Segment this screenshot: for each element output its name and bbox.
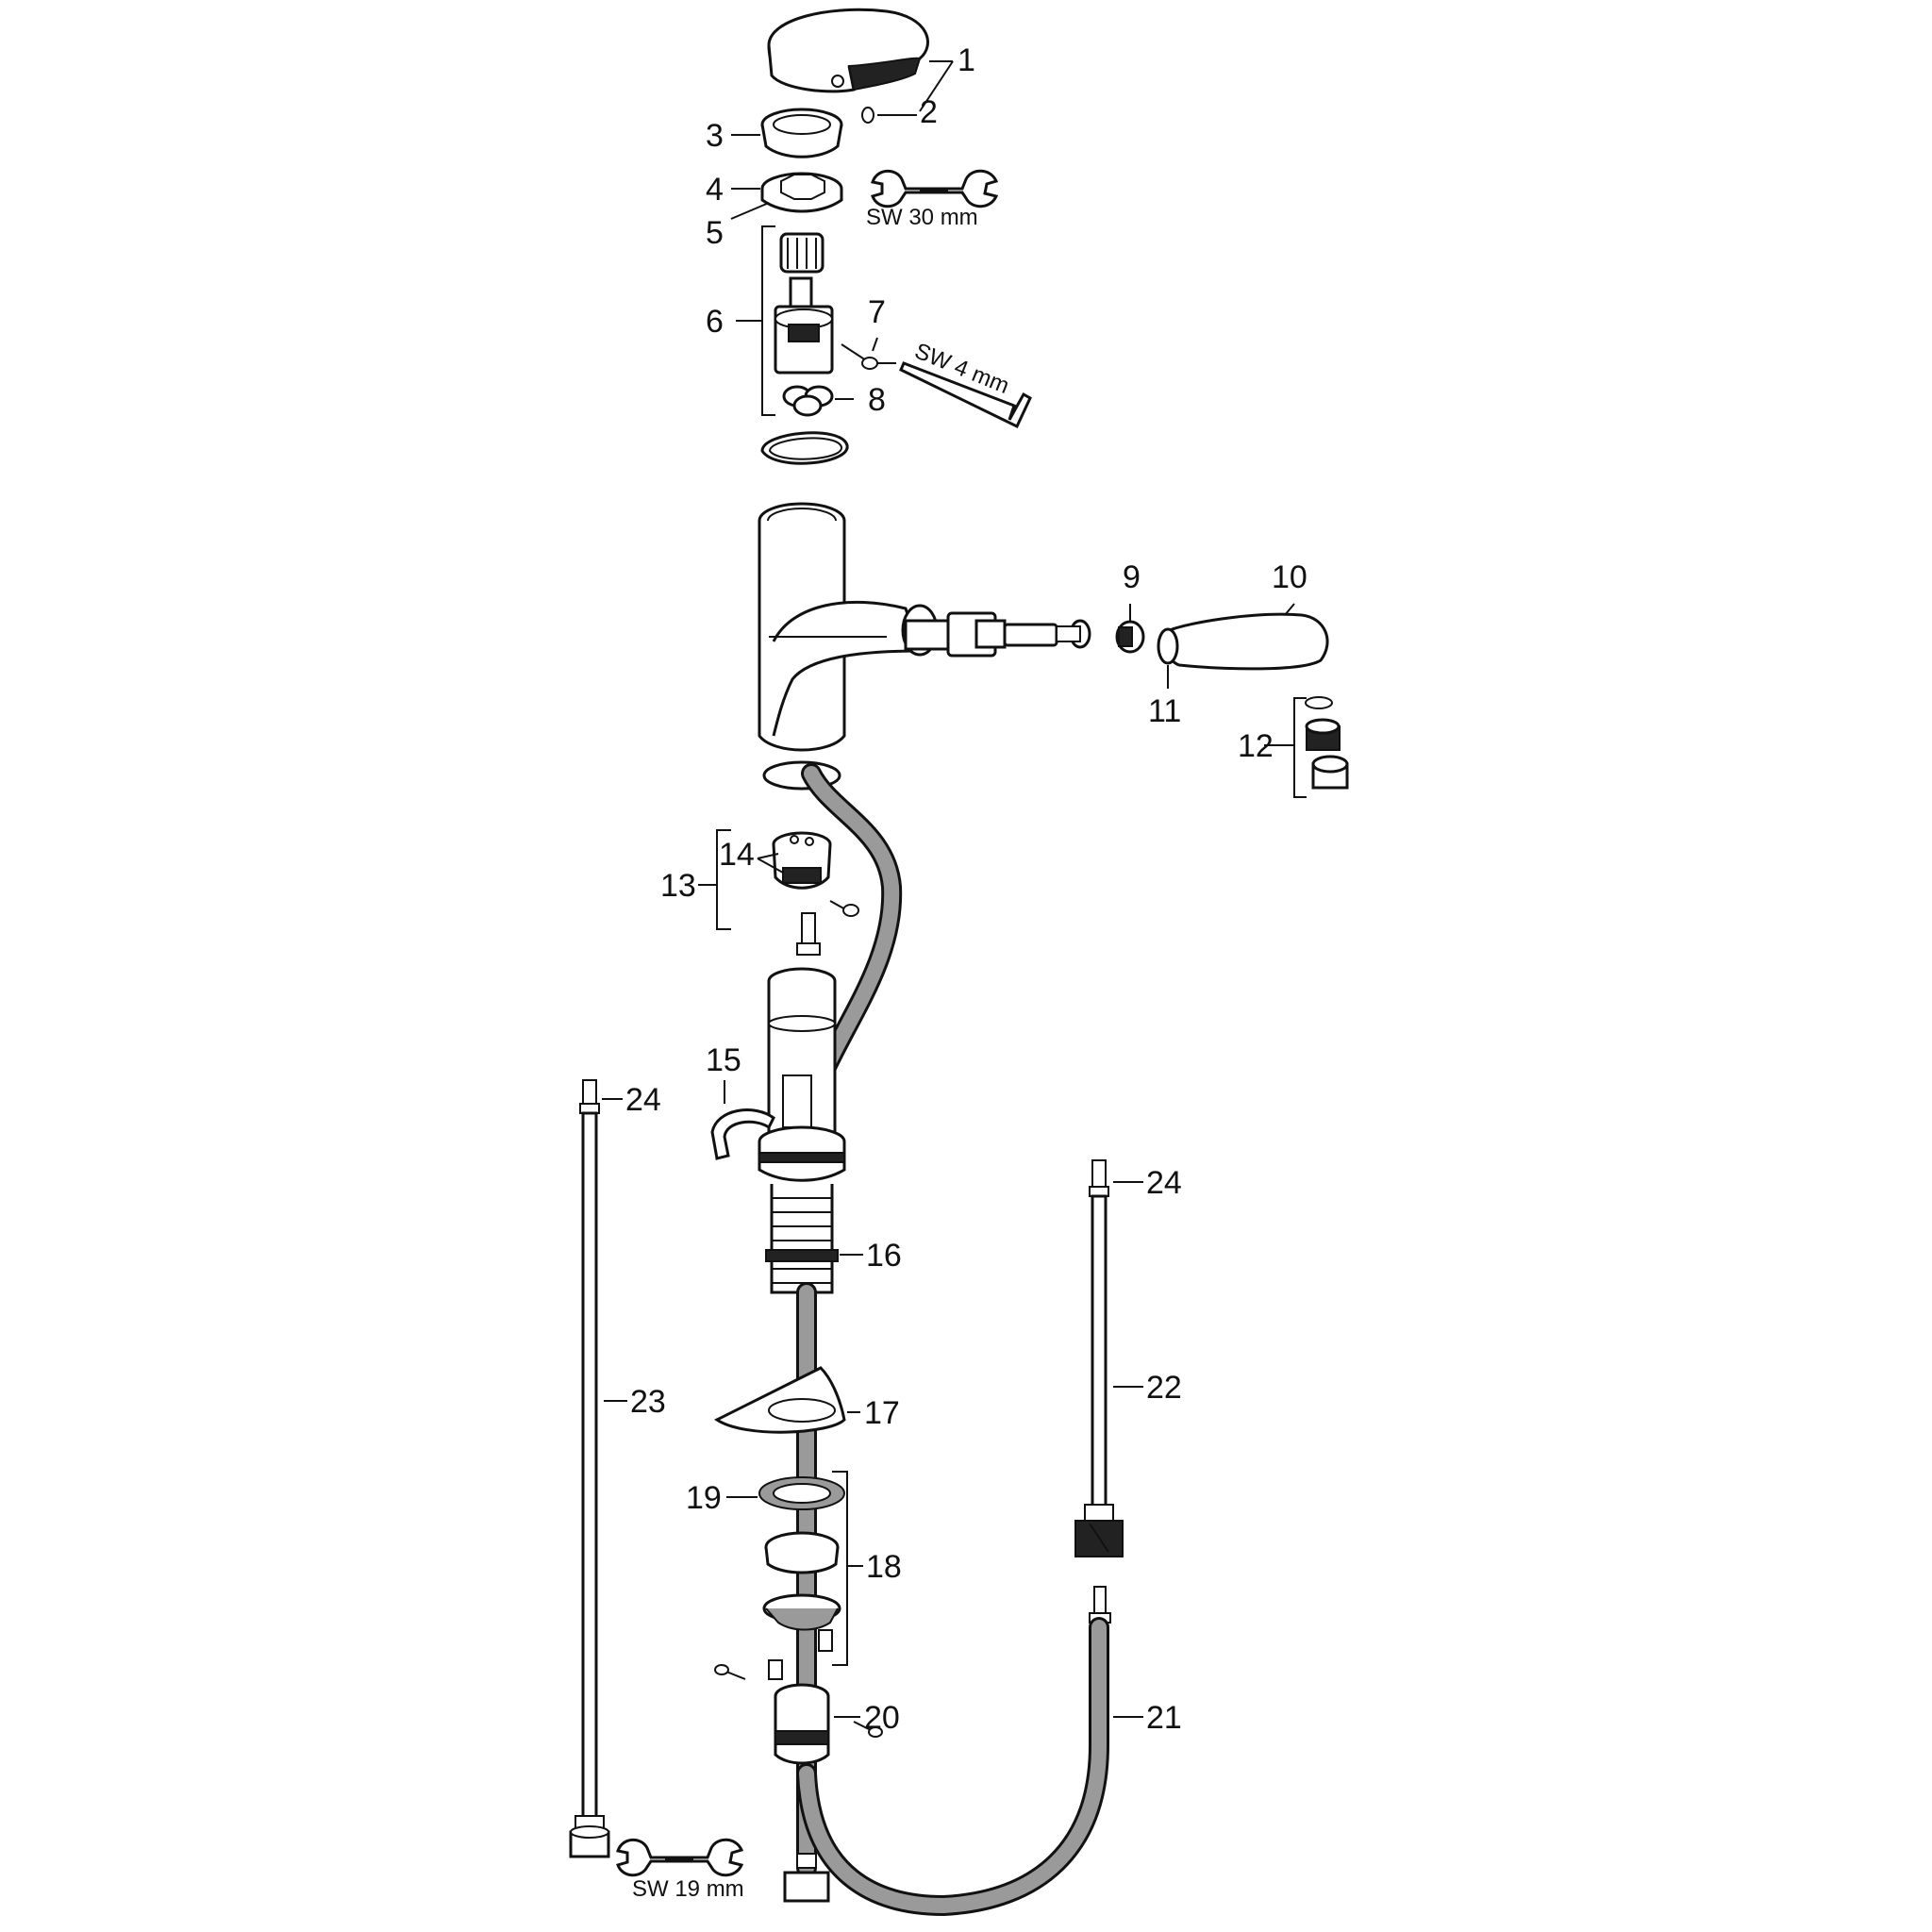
callout-19: 19 [686, 1480, 722, 1516]
callout-24-left: 24 [625, 1082, 661, 1118]
callout-18: 18 [866, 1549, 902, 1585]
part-spray-insert [1115, 620, 1145, 654]
callout-15: 15 [706, 1042, 741, 1078]
hex-key-icon [899, 361, 1032, 429]
callout-24-right: 24 [1146, 1165, 1182, 1201]
callout-17: 17 [864, 1395, 900, 1431]
part-supply-pipe-left [569, 1079, 610, 1858]
wrench-icon-30mm [871, 169, 999, 208]
callout-22: 22 [1146, 1370, 1182, 1406]
part-lever-handle [767, 8, 929, 93]
part-mounting-shank [758, 912, 846, 1294]
faucet-body [758, 502, 1091, 752]
callout-16: 16 [866, 1238, 902, 1274]
part-supply-pipe-right [1074, 1159, 1124, 1557]
callout-14: 14 [719, 837, 755, 873]
callout-7: 7 [868, 294, 886, 330]
part-hex-nut [760, 172, 843, 213]
callout-2: 2 [920, 94, 938, 130]
callout-9: 9 [1123, 559, 1141, 595]
part-check-valve [772, 831, 859, 917]
part-gasket [760, 431, 849, 465]
part-mounting-screws [714, 1629, 883, 1738]
part-center-hose-connector [783, 1853, 830, 1903]
part-washers [758, 1476, 845, 1631]
wrench-icon-19mm [616, 1838, 744, 1877]
part-horseshoe-plate [714, 1366, 846, 1434]
callout-1: 1 [958, 42, 975, 78]
part-cartridge [774, 232, 834, 375]
leader-lines [602, 60, 1307, 1718]
callout-5: 5 [706, 215, 724, 251]
part-hose-weight [774, 1683, 830, 1765]
callout-11: 11 [1148, 693, 1181, 729]
part-aerator-set [1305, 696, 1349, 790]
callout-13: 13 [660, 868, 696, 904]
callout-3: 3 [706, 118, 724, 154]
callout-10: 10 [1272, 559, 1307, 595]
callout-8: 8 [868, 382, 886, 418]
callout-23: 23 [630, 1384, 666, 1420]
wrench-19mm-label: SW 19 mm [632, 1876, 744, 1902]
part-cap-ring [760, 108, 843, 158]
part-o-rings [782, 385, 834, 417]
part-flexible-hose [796, 1586, 1111, 1917]
part-set-screw [861, 107, 874, 124]
callout-20: 20 [864, 1700, 900, 1736]
part-clip [710, 1108, 775, 1160]
part-screw [841, 343, 878, 370]
part-spray-head [1157, 612, 1329, 671]
callout-21: 21 [1146, 1700, 1182, 1736]
callout-4: 4 [706, 172, 724, 208]
wrench-30mm-label: SW 30 mm [866, 205, 978, 230]
callout-6: 6 [706, 304, 724, 340]
callout-12: 12 [1238, 728, 1274, 764]
